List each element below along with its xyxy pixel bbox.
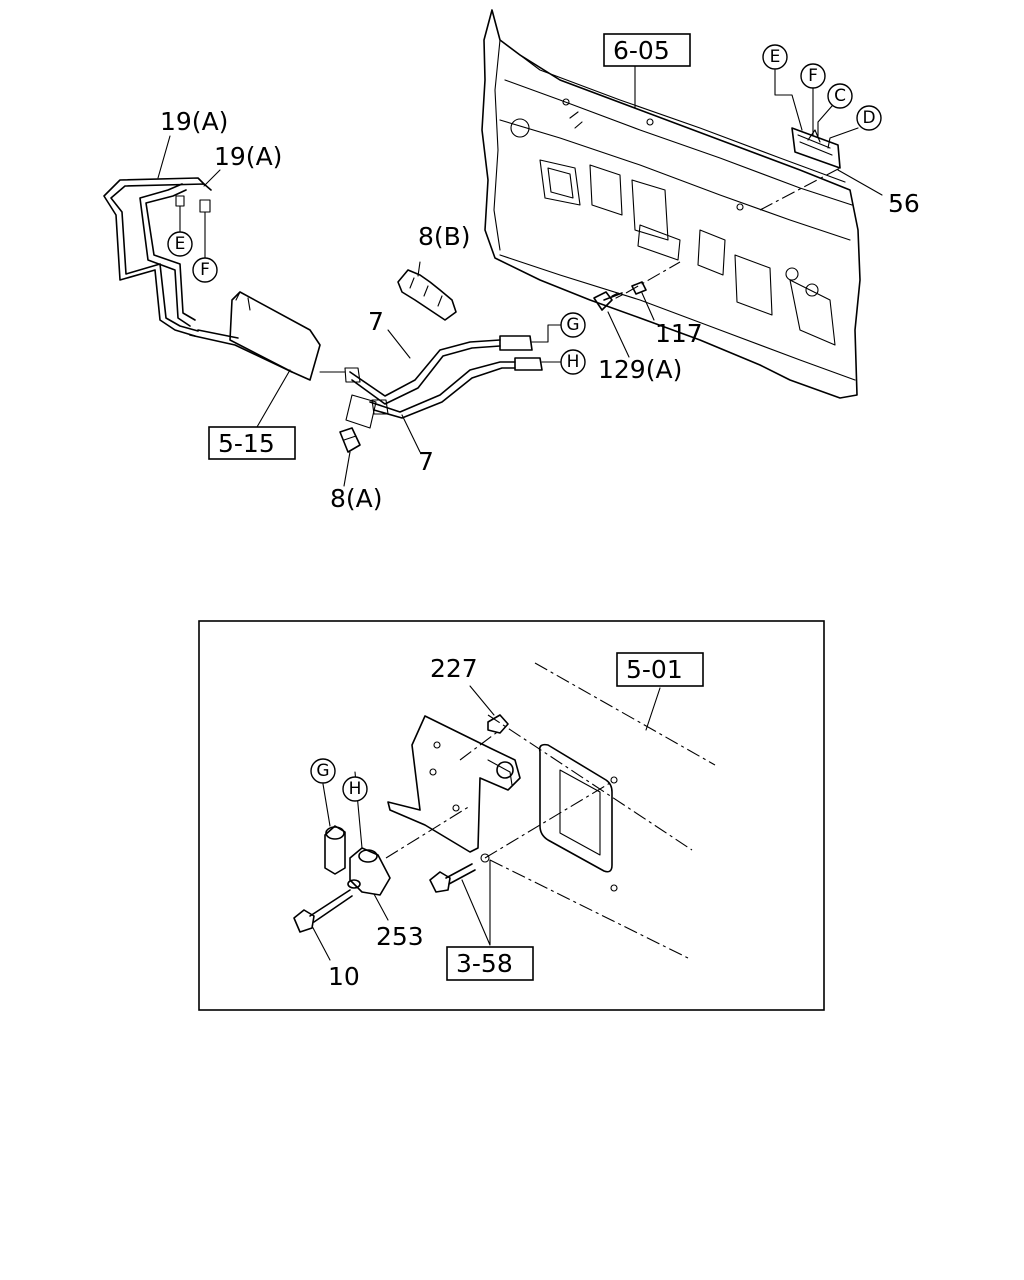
callout-h-pipe: H (567, 352, 580, 372)
bracket-56 (759, 127, 841, 211)
label-7-top: 7 (368, 307, 384, 336)
bracket-5-15 (189, 291, 346, 381)
boxed-references: 6-05 5-15 5-01 3-58 (208, 33, 704, 981)
clip-8a (339, 394, 377, 453)
callout-e-bracket: E (770, 47, 781, 67)
callout-c-bracket: C (834, 86, 846, 106)
label-129a: 129(A) (598, 355, 682, 384)
label-253: 253 (376, 922, 424, 951)
label-19a-mid: 19(A) (214, 142, 282, 171)
label-7-bot: 7 (418, 447, 434, 476)
callout-g-clamp: G (316, 761, 329, 781)
callout-g-pipe: G (566, 315, 579, 335)
clip-8b (397, 269, 457, 321)
bolt-10 (293, 889, 353, 933)
label-8b: 8(B) (418, 222, 471, 251)
bracket-227 (385, 714, 611, 863)
bolt-129a (593, 261, 681, 311)
label-227: 227 (430, 654, 478, 683)
callout-d-bracket: D (862, 108, 875, 128)
circled-callouts: E F G H E F C D G H (167, 44, 882, 802)
leader-lines (157, 65, 883, 961)
label-8a: 8(A) (330, 484, 383, 513)
callout-h-clamp: H (349, 779, 362, 799)
frame-5-01 (487, 662, 716, 959)
callout-f-bracket: F (808, 66, 818, 86)
pipe-19a (103, 177, 212, 337)
ref-6-05: 6-05 (613, 36, 670, 65)
part-labels: 19(A) 19(A) 8(B) 7 7 8(A) 117 129(A) 56 … (160, 107, 920, 991)
pipe-7 (344, 335, 543, 419)
label-10: 10 (328, 962, 360, 991)
label-56: 56 (888, 189, 920, 218)
clamp-253 (324, 825, 391, 896)
callout-e-pipe: E (175, 234, 186, 254)
rear-panel (481, 9, 861, 399)
ref-5-01: 5-01 (626, 655, 683, 684)
ref-5-15: 5-15 (218, 429, 275, 458)
label-19a-top: 19(A) (160, 107, 228, 136)
detail-box (198, 620, 825, 1011)
ref-3-58: 3-58 (456, 949, 513, 978)
bolt-3-58 (429, 863, 476, 893)
label-117: 117 (655, 319, 703, 348)
callout-f-pipe: F (200, 260, 210, 280)
